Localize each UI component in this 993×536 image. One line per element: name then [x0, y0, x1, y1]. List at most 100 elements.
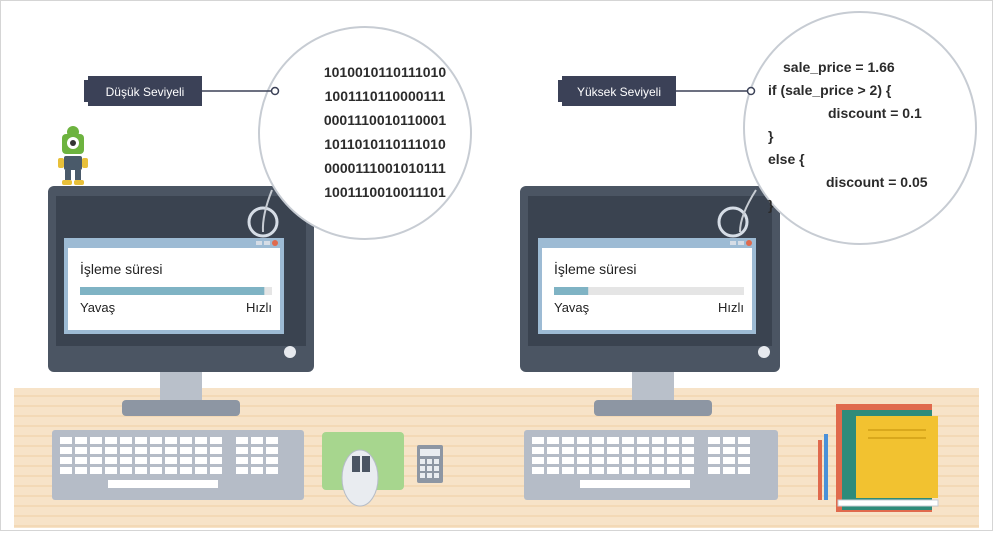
keyboard-key — [180, 467, 192, 474]
keyboard-key — [195, 467, 207, 474]
keyboard-key — [180, 457, 192, 464]
code-line: else { — [768, 151, 805, 167]
keyboard-key — [637, 437, 649, 444]
keyboard-key — [637, 467, 649, 474]
keyboard-key — [532, 457, 544, 464]
keyboard-key — [120, 447, 132, 454]
window-right: İşleme süresi Yavaş Hızlı — [538, 238, 756, 334]
progress-track — [554, 287, 744, 295]
tag-left-label: Düşük Seviyeli — [106, 85, 185, 99]
keyboard-key — [562, 457, 574, 464]
keyboard-key — [577, 467, 589, 474]
keyboard-key — [723, 457, 735, 464]
keyboard-key — [723, 437, 735, 444]
keyboard-key — [738, 457, 750, 464]
slow-label: Yavaş — [80, 300, 116, 315]
keyboard-key — [251, 437, 263, 444]
keyboard-key — [607, 447, 619, 454]
keyboard-key — [165, 457, 177, 464]
keyboard-key — [607, 457, 619, 464]
window-left: İşleme süresi Yavaş Hızlı — [64, 238, 284, 334]
keyboard-key — [150, 467, 162, 474]
keyboard-key — [622, 467, 634, 474]
keyboard-key — [592, 467, 604, 474]
keyboard-key — [150, 447, 162, 454]
keyboard-key — [90, 457, 102, 464]
keyboard-key — [195, 437, 207, 444]
calculator-key — [434, 473, 439, 478]
binary-line: 1010010110111010 — [324, 64, 446, 80]
keyboard-key — [120, 457, 132, 464]
pens-icon — [818, 434, 828, 500]
keyboard-key — [592, 437, 604, 444]
space-bar — [108, 480, 218, 488]
bubble-right — [739, 11, 977, 245]
window-title: İşleme süresi — [554, 260, 636, 277]
keyboard-key — [150, 437, 162, 444]
keyboard-key — [577, 447, 589, 454]
calculator-icon — [417, 445, 443, 483]
keyboard-key — [682, 447, 694, 454]
keyboard-key — [532, 467, 544, 474]
keyboard-key — [607, 467, 619, 474]
keyboard-key — [562, 447, 574, 454]
binary-line: 1001110010011101 — [324, 184, 446, 200]
keyboard-key — [652, 437, 664, 444]
keyboard-key — [607, 437, 619, 444]
keyboard-key — [60, 467, 72, 474]
keyboard-key — [667, 467, 679, 474]
keyboard-key — [652, 447, 664, 454]
code-line: } — [768, 128, 774, 144]
keyboard-key — [562, 437, 574, 444]
code-line: } — [768, 197, 774, 213]
books-icon — [836, 404, 939, 512]
binary-line: 1011010110111010 — [324, 136, 446, 152]
keyboard-key — [165, 447, 177, 454]
keyboard-key — [120, 467, 132, 474]
fast-label: Hızlı — [246, 300, 272, 315]
keyboard-key — [667, 437, 679, 444]
keyboard-key — [577, 437, 589, 444]
calculator-key — [434, 459, 439, 464]
bubble-left — [258, 26, 472, 240]
keyboard-right — [524, 430, 778, 500]
keyboard-key — [90, 447, 102, 454]
calculator-key — [420, 459, 425, 464]
keyboard-key — [547, 447, 559, 454]
keyboard-key — [90, 437, 102, 444]
keyboard-key — [637, 447, 649, 454]
keyboard-key — [667, 457, 679, 464]
keyboard-key — [251, 457, 263, 464]
calculator-key — [420, 473, 425, 478]
tag-right: Yüksek Seviyeli — [558, 76, 756, 106]
keyboard-key — [60, 457, 72, 464]
binary-line: 0001110010110001 — [324, 112, 446, 128]
keyboard-key — [738, 467, 750, 474]
keyboard-key — [562, 467, 574, 474]
keyboard-key — [210, 467, 222, 474]
keyboard-key — [180, 437, 192, 444]
calculator-key — [420, 466, 425, 471]
robot-mascot-icon — [58, 126, 88, 185]
keyboard-key — [682, 467, 694, 474]
keyboard-key — [105, 467, 117, 474]
calculator-key — [427, 459, 432, 464]
keyboard-key — [682, 437, 694, 444]
calculator-key — [434, 466, 439, 471]
progress-fill — [554, 287, 589, 295]
keyboard-left — [52, 430, 304, 500]
keyboard-key — [532, 437, 544, 444]
keyboard-key — [150, 457, 162, 464]
fast-label: Hızlı — [718, 300, 744, 315]
keyboard-key — [165, 437, 177, 444]
keyboard-key — [180, 447, 192, 454]
keyboard-key — [622, 437, 634, 444]
keyboard-key — [708, 447, 720, 454]
binary-line: 0000111001010111 — [324, 160, 446, 176]
keyboard-key — [60, 447, 72, 454]
keyboard-key — [682, 457, 694, 464]
keyboard-key — [165, 467, 177, 474]
keyboard-key — [738, 437, 750, 444]
